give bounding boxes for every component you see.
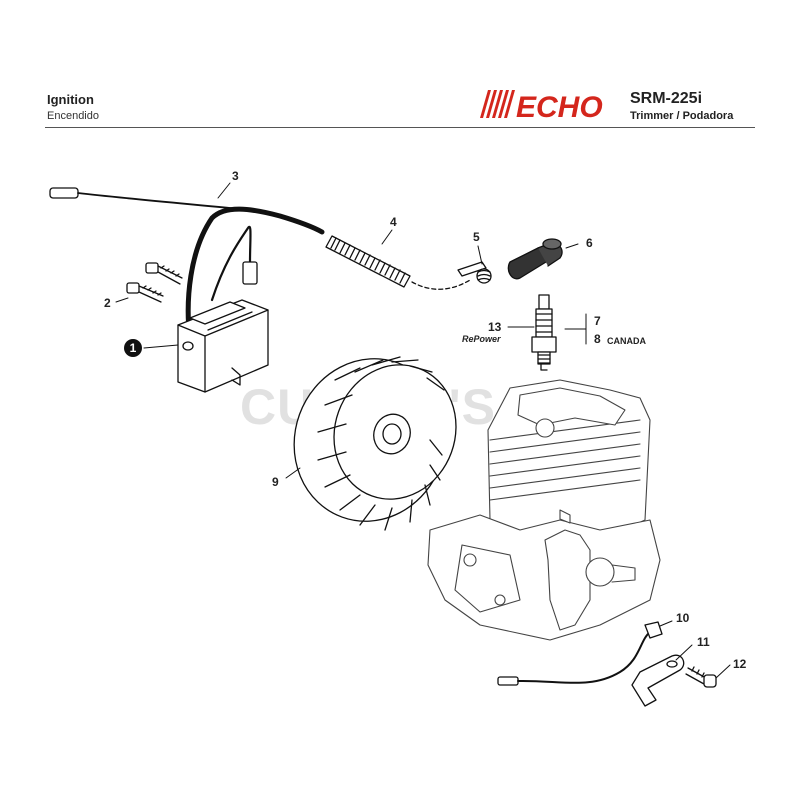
model-description: Trimmer / Podadora [630, 110, 734, 122]
callout-9: 9 [272, 475, 279, 489]
callout-1: 1 [124, 339, 142, 357]
canada-note: CANADA [607, 336, 646, 346]
spark-plug-boot-part-6 [507, 238, 563, 280]
ground-bracket-part-11 [631, 654, 685, 707]
repower-logo: RePower [462, 334, 501, 344]
spark-plug-part-7 [531, 294, 557, 371]
callout-2: 2 [104, 296, 111, 310]
flywheel-part-9 [293, 356, 457, 531]
leader-lines [115, 182, 731, 679]
echo-logo: ECHO [480, 90, 603, 122]
callout-13: 13 [488, 320, 502, 334]
section-title: Ignition [47, 92, 94, 107]
section-subtitle: Encendido [47, 110, 99, 122]
callout-6: 6 [586, 236, 593, 250]
logo-text: ECHO [516, 91, 603, 122]
callout-3: 3 [232, 169, 239, 183]
ground-wire-part-10 [497, 621, 663, 686]
callout-7: 7 [594, 314, 601, 328]
screw-part-12 [685, 666, 717, 688]
screw-part-2 [126, 262, 183, 303]
callout-4: 4 [390, 215, 397, 229]
sleeve-part-4 [325, 235, 411, 288]
engine-crankcase [427, 379, 661, 641]
callout-12: 12 [733, 657, 747, 671]
callout-11: 11 [697, 635, 710, 649]
callout-10: 10 [676, 611, 690, 625]
model-number: SRM-225i [630, 90, 703, 107]
header-divider [45, 127, 755, 128]
ignition-wire-part-3 [49, 187, 325, 343]
ignition-coil-part-1 [177, 299, 269, 393]
callout-5: 5 [473, 230, 480, 244]
callout-8: 8 [594, 332, 601, 346]
spring-part-5 [457, 261, 492, 284]
